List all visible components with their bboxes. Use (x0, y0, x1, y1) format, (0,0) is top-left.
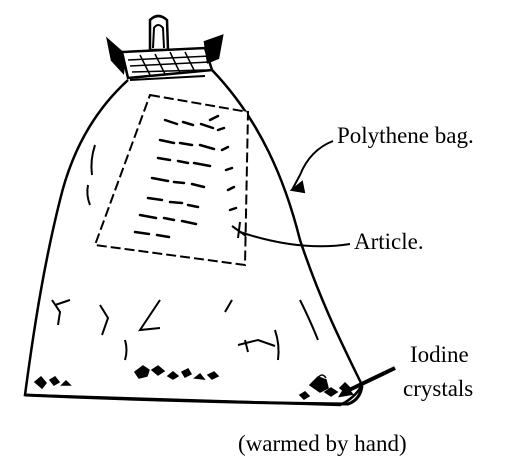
label-crystals: crystals (403, 377, 473, 400)
article-paper (95, 95, 248, 265)
pointer-bag (292, 141, 333, 190)
label-iodine: Iodine (410, 343, 469, 366)
iodine-crystals (35, 366, 350, 399)
label-article: Article. (354, 230, 424, 253)
label-warmed-by-hand: (warmed by hand) (238, 432, 407, 455)
bag-clip (108, 16, 222, 80)
bag-bottom (25, 386, 362, 404)
label-polythene-bag: Polythene bag. (337, 124, 474, 147)
pointer-iodine (345, 368, 395, 392)
pointer-lines (232, 141, 395, 396)
pointer-article (240, 232, 350, 246)
